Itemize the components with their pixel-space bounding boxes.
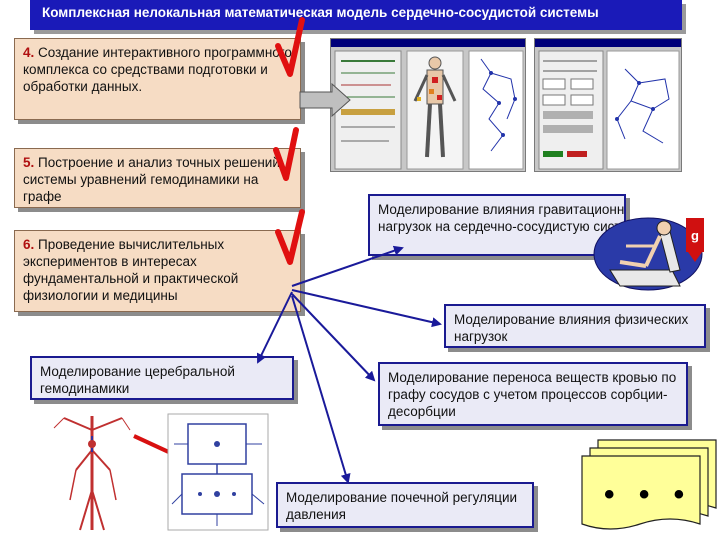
topic-physical-text: Моделирование влияния физических нагрузо… (454, 312, 689, 344)
arrow-to-gravity (291, 245, 404, 287)
cerebral-scheme-illustration (167, 413, 269, 531)
topic-gravity-box: Моделирование влияния гравитационных наг… (368, 194, 626, 256)
topic-transfer-box: Моделирование переноса веществ кровью по… (378, 362, 688, 426)
topic-transfer-text: Моделирование переноса веществ кровью по… (388, 370, 677, 419)
step-6-box: 6. Проведение вычислительных эксперимент… (14, 230, 301, 312)
step-5-text: Построение и анализ точных решений систе… (23, 155, 280, 204)
pilot-seat-icon (593, 217, 704, 291)
gravity-symbol: g (691, 228, 699, 243)
program-screenshot-body (330, 38, 526, 172)
program-screenshot-graph (534, 38, 682, 172)
arrow-to-cerebral (256, 291, 293, 364)
body-model-illustration (331, 39, 525, 170)
step-4-text: Создание интерактивного программного ком… (23, 45, 292, 94)
check-mark-icon (275, 17, 305, 77)
arrow-to-screenshots (299, 82, 351, 118)
arrow-to-renal (291, 295, 351, 484)
topic-cerebral-box: Моделирование церебральной гемодинамики (30, 356, 294, 400)
topic-physical-box: Моделирование влияния физических нагрузо… (444, 304, 706, 348)
arrow-to-transfer (291, 293, 376, 382)
step-5-number: 5. (23, 155, 35, 170)
vascular-graph-illustration (535, 39, 681, 170)
document-stack-icon (581, 439, 717, 530)
step-5-box: 5. Построение и анализ точных решений си… (14, 148, 301, 208)
topic-cerebral-text: Моделирование церебральной гемодинамики (40, 364, 235, 396)
step-4-number: 4. (23, 45, 35, 60)
topic-gravity-text: Моделирование влияния гравитационных наг… (378, 202, 626, 234)
check-mark-icon (273, 127, 299, 181)
step-6-number: 6. (23, 237, 35, 252)
topic-renal-text: Моделирование почечной регуляции давлени… (286, 490, 518, 522)
ellipsis: • • • (604, 478, 693, 511)
step-6-text: Проведение вычислительных экспериментов … (23, 237, 239, 303)
page-title: Комплексная нелокальная математическая м… (30, 0, 682, 30)
arrow-to-physical (291, 289, 442, 328)
topic-renal-box: Моделирование почечной регуляции давлени… (276, 482, 534, 528)
arterial-tree-illustration (53, 416, 131, 531)
step-4-box: 4. Создание интерактивного программного … (14, 38, 301, 120)
check-mark-icon (275, 209, 305, 265)
